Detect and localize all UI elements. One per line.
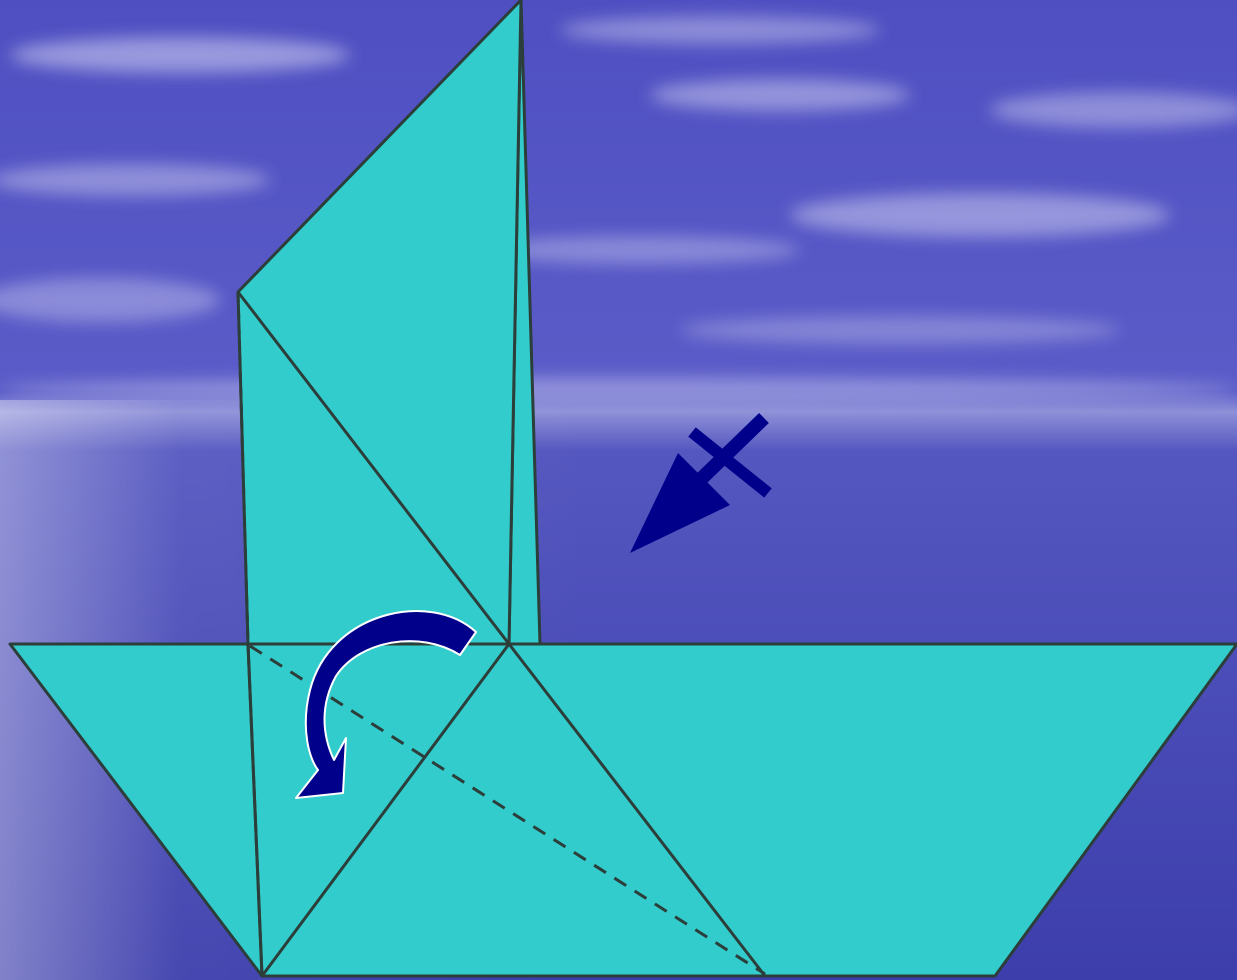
- cloud: [790, 193, 1170, 237]
- cloud: [10, 37, 350, 73]
- cloud: [0, 164, 270, 196]
- horizon-haze: [0, 378, 1237, 402]
- cloud: [680, 316, 1120, 344]
- cloud: [560, 16, 880, 44]
- cloud: [650, 79, 910, 111]
